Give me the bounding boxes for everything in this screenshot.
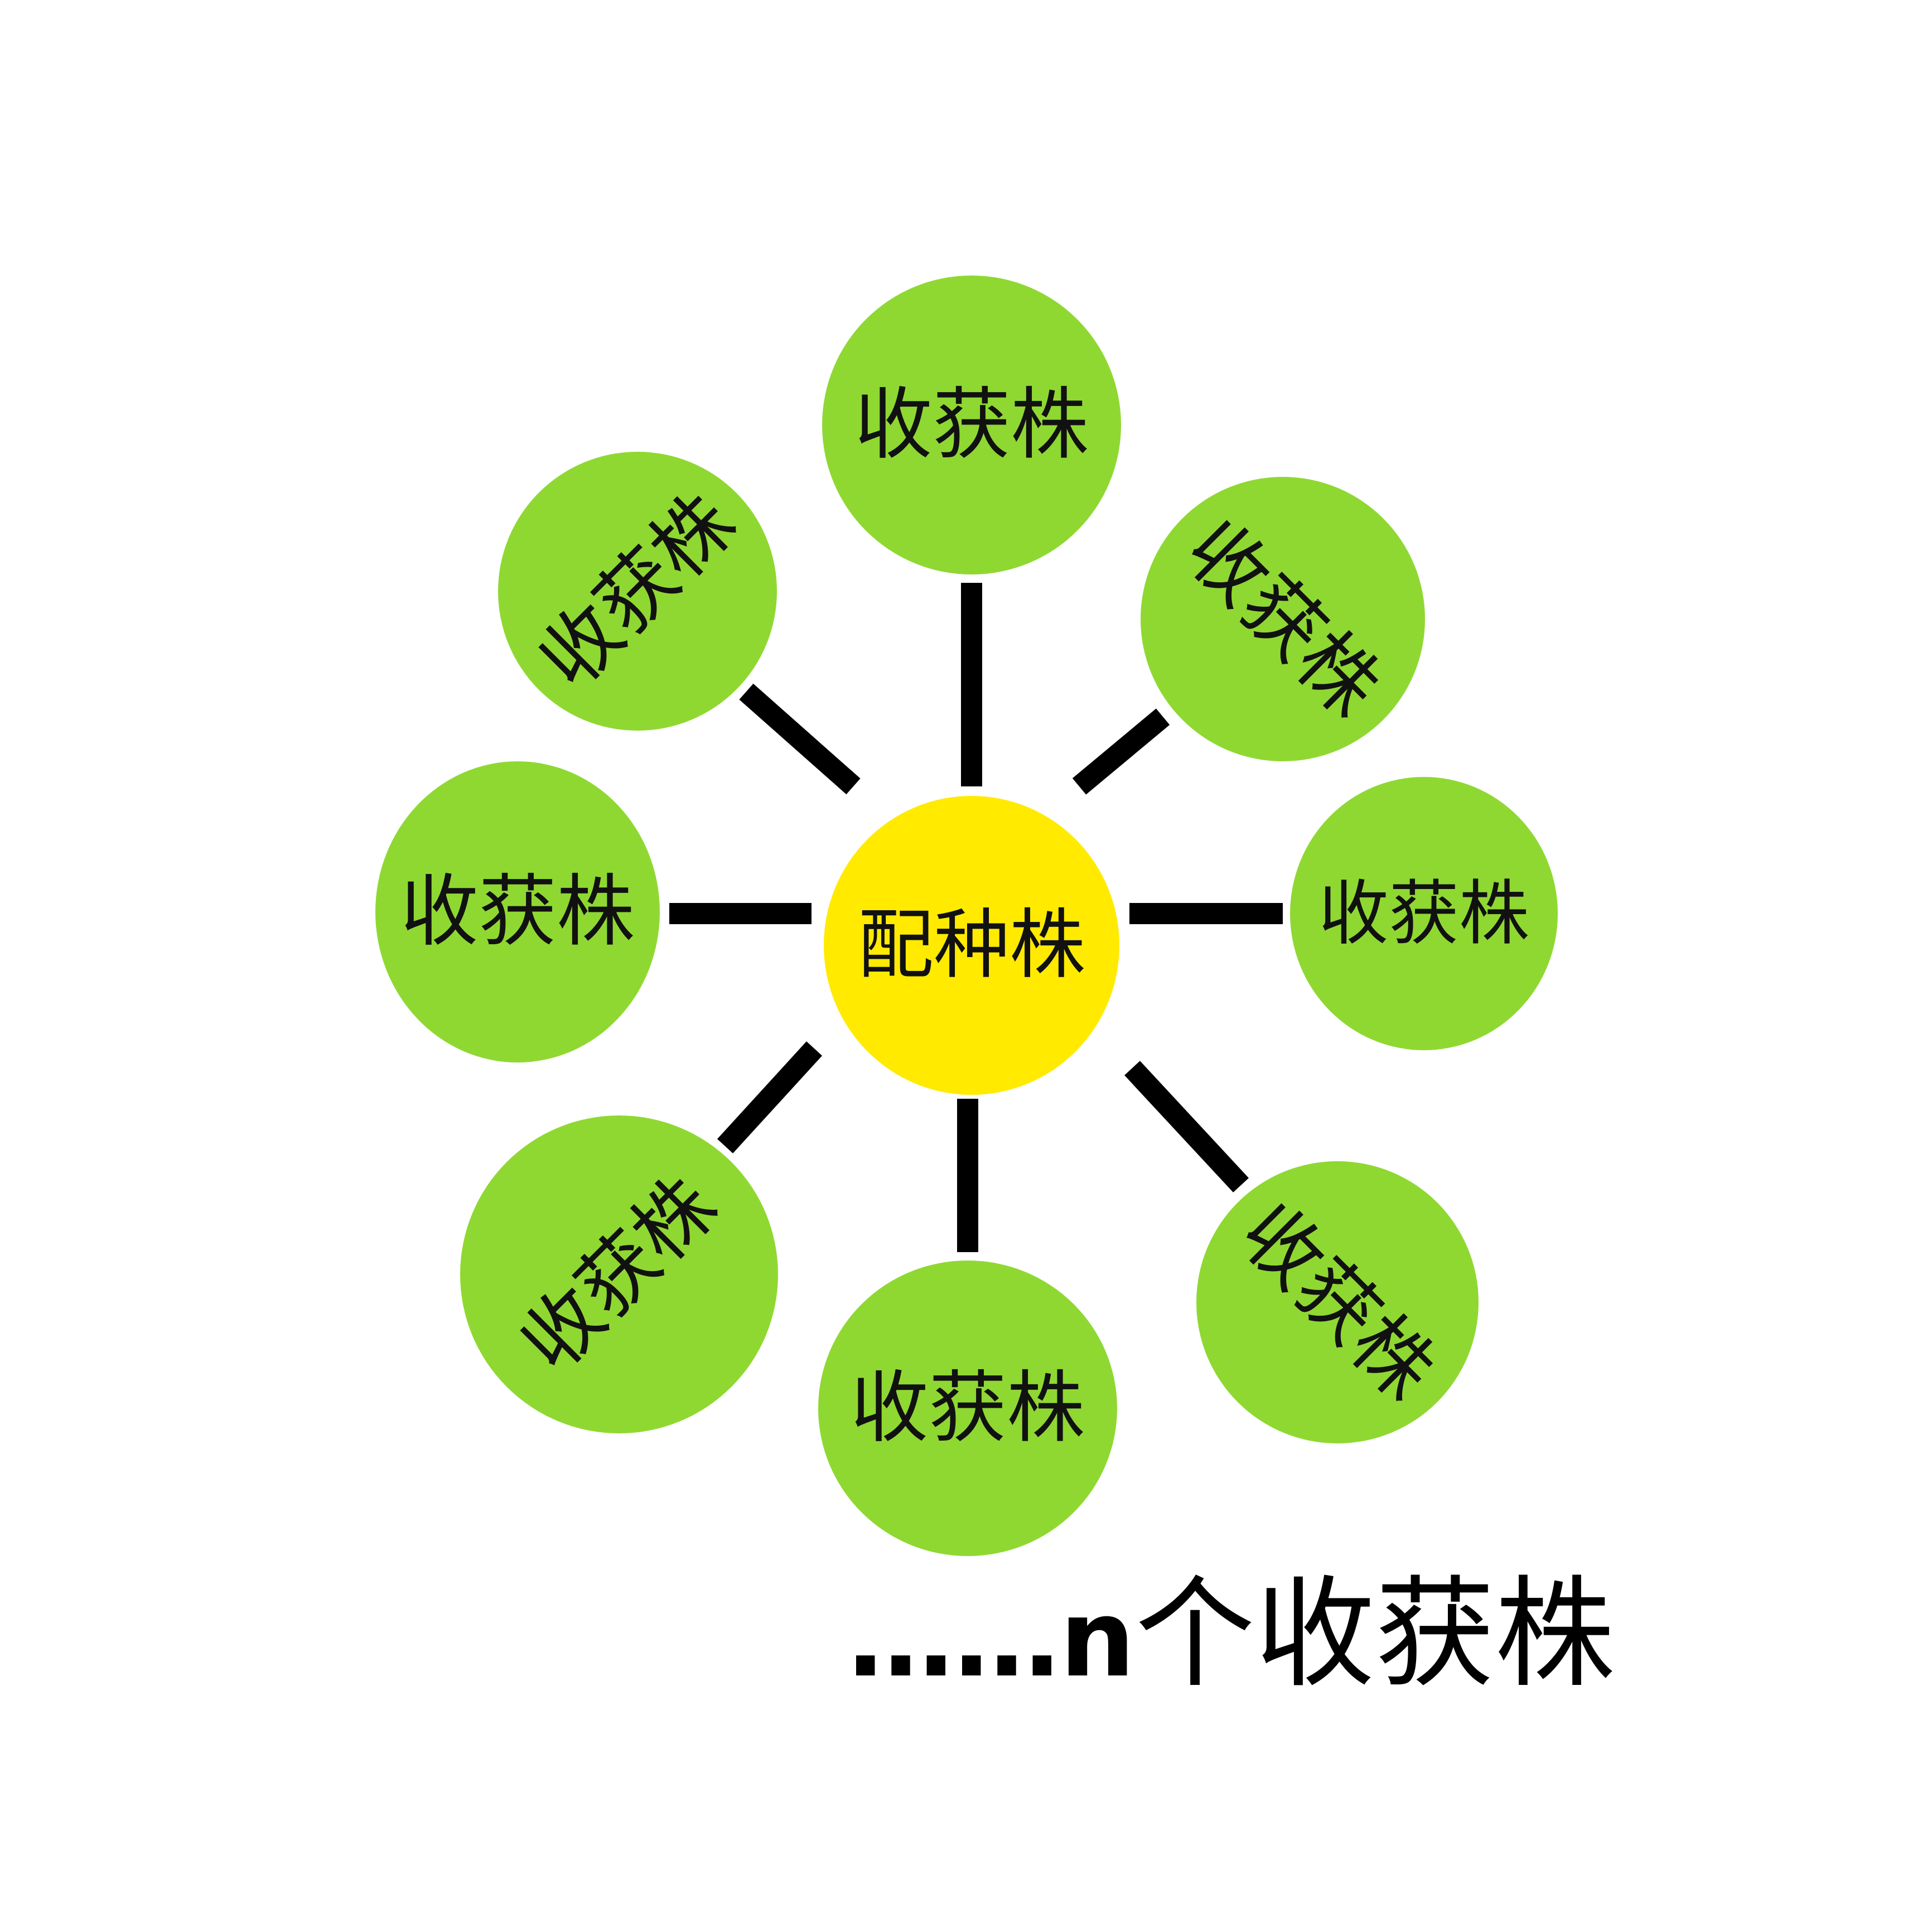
harvest-node-top-left: 收获株 xyxy=(498,452,777,731)
caption-prefix: ……n xyxy=(848,1577,1136,1701)
harvest-node-label: 收获株 xyxy=(400,867,635,958)
caption: ……n个收获株 xyxy=(848,1573,1740,1701)
harvest-node-top: 收获株 xyxy=(822,276,1121,574)
connector-top-left xyxy=(739,683,861,795)
connector-bottom-left xyxy=(717,1041,823,1153)
connectors xyxy=(669,583,1283,1252)
caption-text: 个收获株 xyxy=(1135,1564,1615,1704)
harvest-node-top-right: 收获株 xyxy=(1141,477,1425,761)
harvest-node-bottom-right: 收获株 xyxy=(1196,1161,1479,1443)
connector-bottom-right xyxy=(1124,1061,1249,1192)
connector-top-right xyxy=(1072,708,1170,795)
center-node-label: 配种株 xyxy=(858,901,1085,989)
harvest-node-right: 收获株 xyxy=(1290,777,1558,1050)
harvest-node-bottom-left: 收获株 xyxy=(460,1115,778,1433)
harvest-node-label: 收获株 xyxy=(854,380,1089,471)
harvest-node-label: 收获株 xyxy=(851,1363,1085,1454)
center-node: 配种株 xyxy=(824,796,1119,1095)
harvest-node-bottom: 收获株 xyxy=(818,1260,1117,1556)
harvest-node-label: 收获株 xyxy=(1318,873,1529,955)
outer-nodes: 收获株 收获株 收获株 收获株 收获株 收获株 收获株 收获株 xyxy=(375,276,1558,1556)
harvest-node-left: 收获株 xyxy=(375,761,660,1062)
